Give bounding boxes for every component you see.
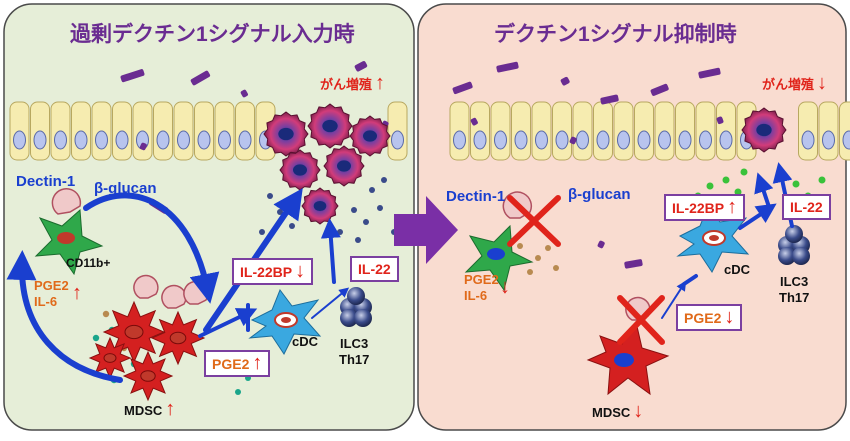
beta-glucan-label-right: β-glucan [568,186,631,203]
pge2-box-text-left: PGE2 [212,356,249,372]
mdsc-text-left: MDSC [124,403,162,418]
pge2-box-right: PGE2 [676,304,742,331]
il22-box-right: IL-22 [782,194,831,220]
il22bp-box-left: IL-22BP [232,258,313,285]
pge2-box-left: PGE2 [204,350,270,377]
cdc-label-right: cDC [724,262,750,277]
pge2-il6-up-icon: ↑ [72,282,82,305]
pge2-text-left: PGE2 [34,278,69,294]
cancer-growth-text-left: がん増殖 [320,77,372,92]
cancer-growth-label-left: がん増殖 [320,72,385,95]
ilc3-label-left: ILC3 [340,336,368,351]
cancer-growth-text-right: がん増殖 [762,77,814,92]
left-panel-title: 過剰デクチン1シグナル入力時 [70,18,355,48]
pge2-il6-label-left: PGE2 IL-6 [34,278,69,310]
down-arrow-icon [633,400,643,422]
mdsc-label-left: MDSC [124,398,175,421]
cd11b-label: CD11b+ [66,256,110,270]
down-arrow-icon [724,306,734,328]
dectin1-label-right: Dectin-1 [446,188,505,205]
up-arrow-icon [375,72,385,94]
cdc-label-left: cDC [292,334,318,349]
il22bp-text-right: IL-22BP [672,200,724,216]
il22bp-box-right: IL-22BP [664,194,745,221]
down-arrow-icon [817,72,827,94]
th17-label-right: Th17 [779,290,809,305]
right-panel-title: デクチン1シグナル抑制時 [494,18,737,48]
mdsc-text-right: MDSC [592,405,630,420]
up-arrow-icon [165,398,175,420]
il6-text-right: IL-6 [464,288,499,304]
il22-box-left: IL-22 [350,256,399,282]
cancer-growth-label-right: がん増殖 [762,72,827,95]
pge2-il6-label-right: PGE2 IL-6 [464,272,499,304]
mdsc-label-right: MDSC [592,400,643,423]
th17-label-left: Th17 [339,352,369,367]
pge2-il6-down-icon: ↓ [500,276,510,299]
pge2-box-text-right: PGE2 [684,310,721,326]
up-arrow-icon [727,196,737,218]
il22bp-text-left: IL-22BP [240,264,292,280]
pge2-text-right: PGE2 [464,272,499,288]
down-arrow-icon [295,260,305,282]
up-arrow-icon [252,352,262,374]
dectin1-label-left: Dectin-1 [16,173,75,190]
il6-text-left: IL-6 [34,294,69,310]
ilc3-label-right: ILC3 [780,274,808,289]
beta-glucan-label-left: β-glucan [94,180,157,197]
